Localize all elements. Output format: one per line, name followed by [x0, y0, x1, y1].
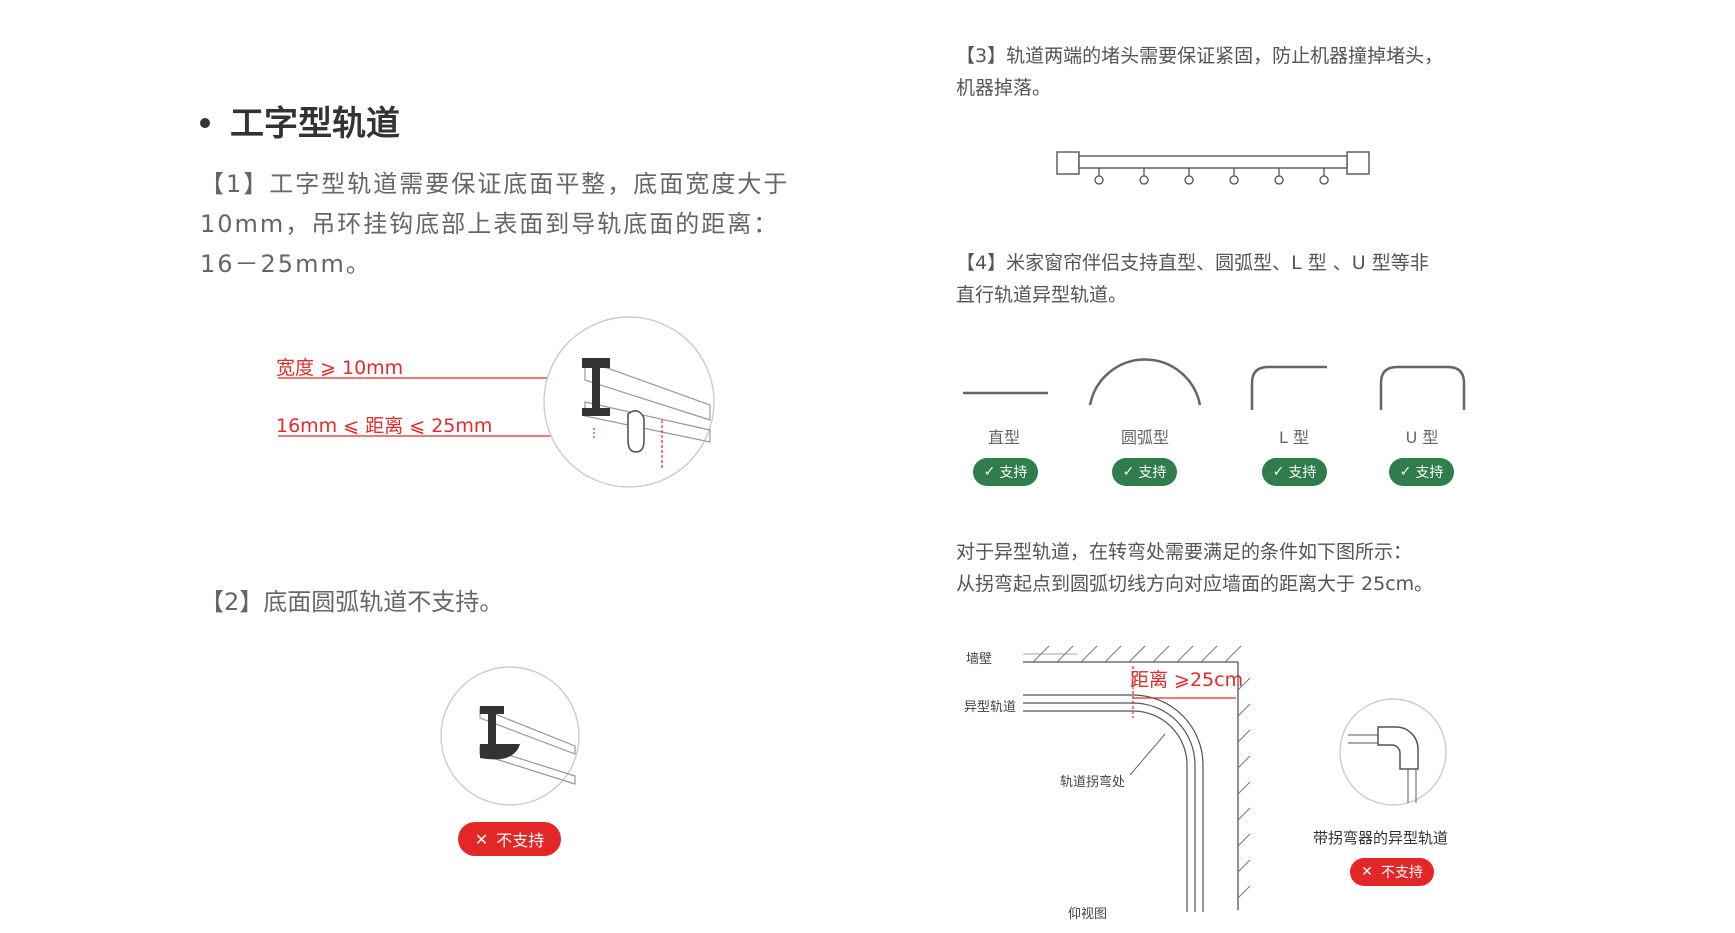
rail-top	[584, 359, 711, 421]
shape-label-arc: 圆弧型	[1120, 428, 1169, 447]
requirement-1-line-2: 10mm，吊环挂钩底部上表面到导轨底面的距离：	[200, 210, 780, 238]
rail-top	[479, 707, 576, 755]
check-icon: ✓	[1272, 464, 1285, 480]
elbow-connector	[1377, 726, 1419, 770]
i-beam-top-flange	[480, 706, 504, 714]
check-icon: ✓	[1122, 464, 1135, 480]
badge-label: 不支持	[496, 831, 545, 850]
round-bottom-rail-illustration	[440, 666, 580, 806]
elbow-caption: 带拐弯器的异型轨道	[1313, 829, 1449, 847]
corner-track-diagram	[1023, 645, 1251, 912]
magnifier-circle	[543, 316, 715, 488]
track-shapes-illustration	[963, 358, 1466, 410]
supported-badge-straight: ✓支持	[973, 458, 1038, 486]
check-icon: ✓	[983, 464, 996, 480]
wall-hatching	[1032, 645, 1251, 899]
corner-leader	[1129, 733, 1166, 776]
rail-body	[1078, 155, 1348, 169]
width-label: 宽度 ⩾ 10mm	[276, 357, 404, 379]
section-title-text: 工字型轨道	[230, 104, 400, 144]
magnifier-circle	[440, 666, 580, 806]
i-beam-web	[488, 714, 496, 744]
supported-badge-l: ✓支持	[1262, 458, 1327, 486]
hooks	[1094, 168, 1329, 185]
not-supported-badge-left: ✕ 不支持	[458, 822, 561, 856]
shape-label-l: L 型	[1278, 428, 1309, 447]
requirement-2: 【2】底面圆弧轨道不支持。	[200, 588, 504, 616]
hook-ring	[627, 410, 645, 453]
l-track	[1250, 365, 1327, 410]
supported-badge-arc: ✓支持	[1112, 458, 1177, 486]
requirement-3: 【3】轨道两端的堵头需要保证紧固，防止机器撞掉堵头， 机器掉落。	[956, 40, 1443, 104]
section-title: 工字型轨道	[200, 96, 400, 145]
badge-label: 支持	[1415, 465, 1444, 481]
shape-label-u: U 型	[1405, 428, 1439, 447]
requirement-1: 【1】工字型轨道需要保证底面平整，底面宽度大于 10mm，吊环挂钩底部上表面到导…	[200, 164, 840, 284]
check-icon: ✓	[1399, 464, 1412, 480]
corner-requirement: 对于异型轨道，在转弯处需要满足的条件如下图所示： 从拐弯起点到圆弧切线方向对应墙…	[956, 536, 1433, 600]
corner-requirement-line-2: 从拐弯起点到圆弧切线方向对应墙面的距离大于 25cm。	[956, 573, 1434, 595]
shape-label-straight: 直型	[987, 428, 1020, 447]
x-icon: ✕	[474, 829, 489, 849]
requirement-4-line-2: 直行轨道异型轨道。	[956, 284, 1128, 306]
i-beam-detail-illustration	[278, 316, 715, 488]
requirement-4-line-1: 【4】米家窗帘伴侣支持直型、圆弧型、L 型 、U 型等非	[956, 252, 1429, 274]
elbow-rail-illustration	[1339, 698, 1447, 806]
badge-label: 支持	[999, 465, 1028, 481]
u-track	[1379, 365, 1466, 410]
magnifier-circle	[1339, 698, 1447, 806]
badge-label: 支持	[1288, 465, 1317, 481]
requirement-3-line-2: 机器掉落。	[956, 77, 1052, 99]
distance-label: 16mm ⩽ 距离 ⩽ 25mm	[276, 415, 493, 437]
supported-badge-u: ✓支持	[1389, 458, 1454, 486]
requirement-3-line-1: 【3】轨道两端的堵头需要保证紧固，防止机器撞掉堵头，	[956, 45, 1444, 67]
i-beam-bottom-flange	[582, 408, 610, 416]
corner-distance-label: 距离 ⩾25cm	[1130, 669, 1244, 691]
end-cap-left	[1056, 151, 1080, 175]
corner-requirement-line-1: 对于异型轨道，在转弯处需要满足的条件如下图所示：	[956, 541, 1413, 563]
bullet-dot	[200, 117, 210, 128]
rail-end-cap-illustration	[1056, 151, 1370, 185]
track-lines	[1023, 694, 1204, 912]
i-beam-top-flange	[582, 358, 610, 368]
not-supported-badge-right: ✕ 不支持	[1350, 858, 1434, 886]
end-cap-right	[1346, 151, 1370, 175]
track-label: 异型轨道	[964, 700, 1017, 715]
requirement-1-line-3: 16－25mm。	[200, 250, 372, 278]
round-bottom	[480, 744, 520, 760]
x-icon: ✕	[1361, 864, 1373, 880]
elbow-rails	[1348, 734, 1417, 803]
arc-track	[1088, 358, 1202, 406]
i-beam-web	[592, 368, 600, 410]
requirement-4: 【4】米家窗帘伴侣支持直型、圆弧型、L 型 、U 型等非 直行轨道异型轨道。	[956, 247, 1429, 311]
bottom-view-label: 仰视图	[1068, 907, 1108, 922]
badge-label: 不支持	[1380, 865, 1423, 881]
badge-label: 支持	[1138, 465, 1167, 481]
corner-label: 轨道拐弯处	[1060, 775, 1126, 790]
requirement-1-line-1: 【1】工字型轨道需要保证底面平整，底面宽度大于	[200, 170, 790, 198]
wall-label: 墙壁	[966, 652, 993, 667]
